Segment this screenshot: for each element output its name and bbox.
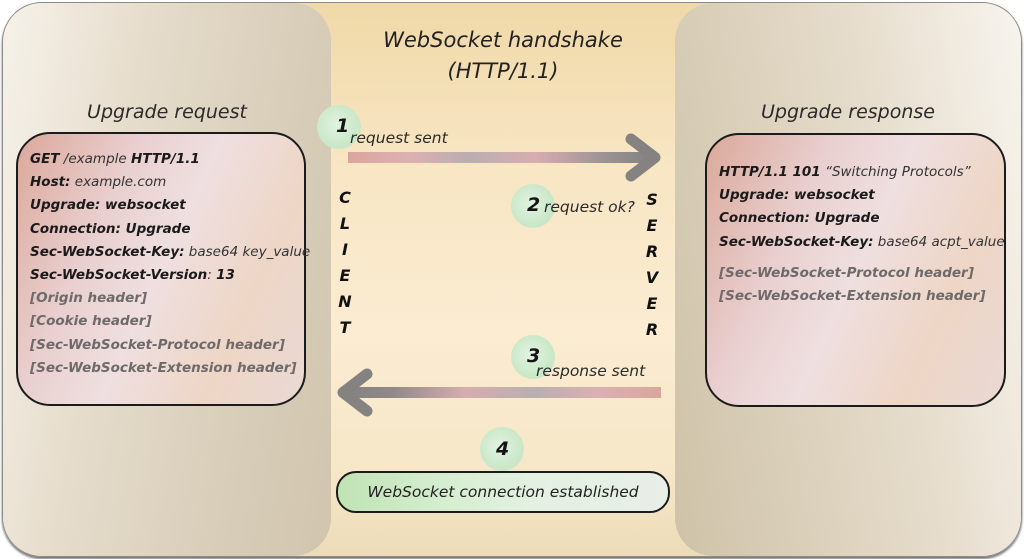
header-name: Sec-WebSocket-Key: <box>719 233 874 250</box>
header-name: Connection: Upgrade <box>719 210 880 227</box>
vertical-letter: E <box>646 294 658 313</box>
header-line: Connection: Upgrade <box>719 207 1005 230</box>
connection-established-label: WebSocket connection established <box>367 483 639 501</box>
step-3-badge: 3 <box>511 335 555 379</box>
response-arrow-shaft <box>344 387 661 398</box>
optional-header-line: [Origin header] <box>30 290 148 307</box>
vertical-letter: R <box>645 242 659 261</box>
header-line: Upgrade: websocket <box>30 194 310 217</box>
step-1-label: request sent <box>350 129 448 147</box>
step-3-label: response sent <box>536 362 646 380</box>
header-name: HTTP/1.1 101 <box>719 164 821 180</box>
request-arrow-head <box>625 133 661 182</box>
header-name: Upgrade: websocket <box>719 187 875 204</box>
response-card: HTTP/1.1 101 “Switching Protocols” Upgrad… <box>705 133 1006 407</box>
header-name: Host: <box>30 174 71 191</box>
header-name: Sec-WebSocket-Version <box>30 267 208 284</box>
step-1-badge: 1 <box>317 105 361 149</box>
header-line: Upgrade: websocket <box>719 184 1005 207</box>
header-value: base64 acpt_value <box>873 233 1005 250</box>
vertical-letter: S <box>646 190 658 209</box>
header-value: base64 key_value <box>184 243 311 260</box>
request-heading: Upgrade request <box>87 101 247 123</box>
step-4-badge: 4 <box>480 427 524 471</box>
optional-header-line: [Sec-WebSocket-Protocol header] <box>30 336 285 353</box>
title-line-2: (HTTP/1.1) <box>447 59 559 83</box>
header-line: Sec-WebSocket-Key: base64 key_value <box>30 241 310 264</box>
header-value: example.com <box>70 174 167 191</box>
header-name: Sec-WebSocket-Key: <box>30 243 185 260</box>
step-4-number: 4 <box>496 438 510 460</box>
vertical-letter: E <box>646 216 658 235</box>
request-arrow-shaft <box>348 152 651 163</box>
header-value: : <box>207 267 217 284</box>
header-line: GET /example HTTP/1.1 <box>30 148 310 171</box>
optional-header-line: [Sec-WebSocket-Protocol header] <box>719 264 974 281</box>
header-value: /example <box>59 151 131 167</box>
header-line: Sec-WebSocket-Version: 13 <box>30 264 310 287</box>
header-value: “Switching Protocols” <box>820 164 971 180</box>
spacer <box>719 254 1005 262</box>
vertical-letter: I <box>342 240 348 259</box>
vertical-letter: E <box>339 266 351 285</box>
vertical-letter: L <box>339 214 351 233</box>
diagram-title: WebSocket handshake (HTTP/1.1) <box>333 25 673 87</box>
step-2-badge: 2 <box>511 184 555 228</box>
title-line-1: WebSocket handshake <box>383 28 623 52</box>
step-3-number: 3 <box>527 345 541 367</box>
step-2-number: 2 <box>527 194 541 216</box>
step-1-number: 1 <box>336 115 350 137</box>
response-lines: HTTP/1.1 101 “Switching Protocols” Upgrad… <box>719 161 1005 308</box>
header-name: Connection: Upgrade <box>30 220 191 237</box>
response-arrow-head <box>337 368 373 417</box>
optional-header-line: [Sec-WebSocket-Extension header] <box>30 359 297 376</box>
header-line: Sec-WebSocket-Key: base64 acpt_value <box>719 231 1005 254</box>
header-value-bold: HTTP/1.1 <box>131 151 200 167</box>
header-value-bold: 13 <box>216 267 235 284</box>
vertical-letter: T <box>339 318 351 337</box>
step-2-label: request ok? <box>544 198 635 216</box>
vertical-letter: V <box>645 268 659 287</box>
response-arrow <box>337 368 661 417</box>
header-name: Upgrade: websocket <box>30 197 186 214</box>
header-line: Host: example.com <box>30 171 310 194</box>
vertical-letter: R <box>645 320 659 339</box>
connection-established-pill: WebSocket connection established <box>336 471 670 513</box>
response-heading: Upgrade response <box>761 101 935 123</box>
optional-header-line: [Sec-WebSocket-Extension header] <box>719 288 986 305</box>
header-line: Connection: Upgrade <box>30 218 310 241</box>
vertical-letter: N <box>338 292 352 311</box>
request-arrow <box>348 133 661 182</box>
header-name: GET <box>30 151 60 167</box>
vertical-letter: C <box>339 188 351 207</box>
header-line: HTTP/1.1 101 “Switching Protocols” <box>719 161 1005 184</box>
optional-header-line: [Cookie header] <box>30 313 152 330</box>
